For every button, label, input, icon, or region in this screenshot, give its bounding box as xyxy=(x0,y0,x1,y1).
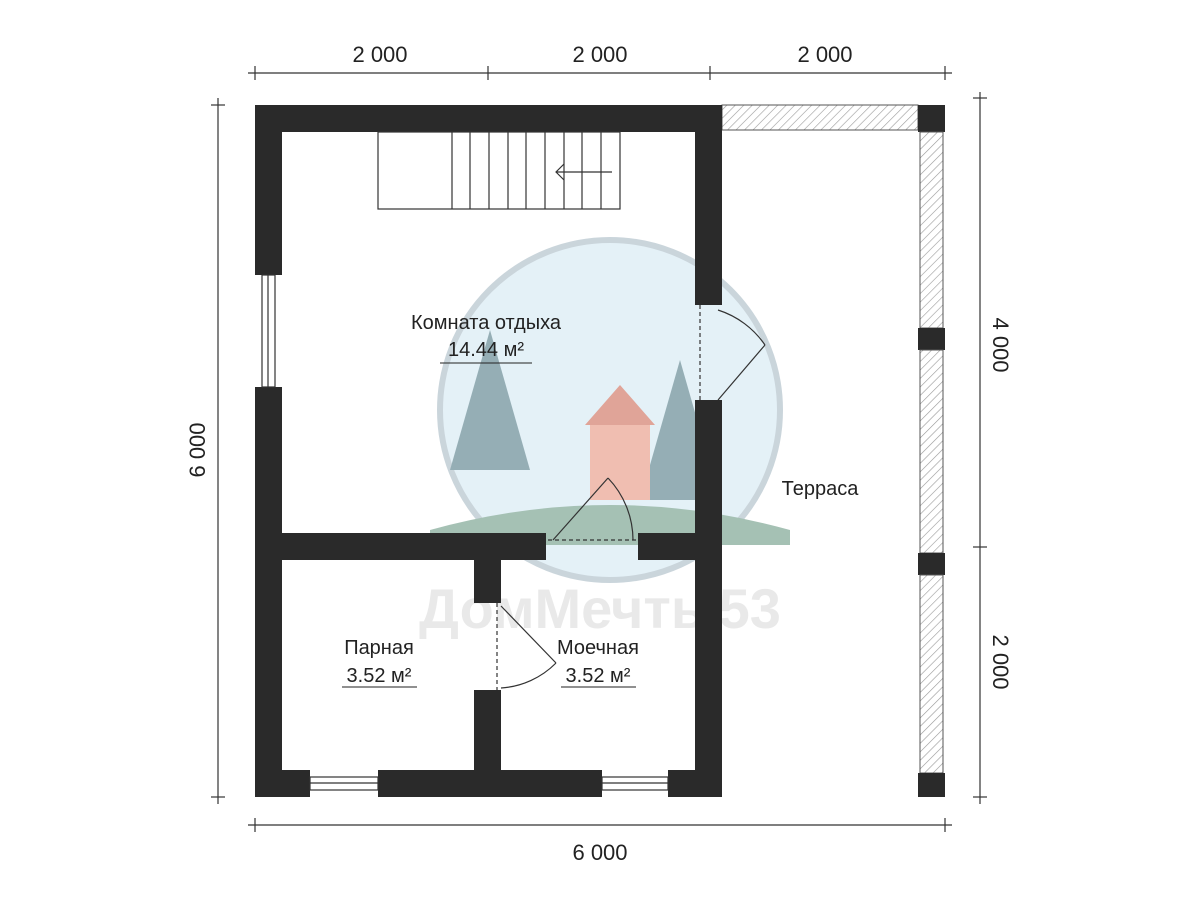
room-area-living: 14.44 м² xyxy=(448,339,524,361)
doors xyxy=(496,305,766,690)
watermark-logo xyxy=(430,237,790,583)
room-area-wash: 3.52 м² xyxy=(566,665,631,687)
windows xyxy=(261,274,669,791)
dimension-top-3: 2 000 xyxy=(797,42,852,67)
dimension-left: 6 000 xyxy=(185,422,210,477)
staircase xyxy=(377,131,621,210)
dimension-bottom: 6 000 xyxy=(572,840,627,865)
walls xyxy=(255,105,722,797)
terrace-structure xyxy=(721,104,945,797)
dimension-right-2: 2 000 xyxy=(988,634,1013,689)
dimension-top-1: 2 000 xyxy=(352,42,407,67)
room-name-terrace: Терраса xyxy=(782,478,860,500)
room-name-wash: Моечная xyxy=(557,637,639,659)
dimension-right-1: 4 000 xyxy=(988,317,1013,372)
room-area-steam: 3.52 м² xyxy=(347,665,412,687)
dimension-top-2: 2 000 xyxy=(572,42,627,67)
room-name-steam: Парная xyxy=(344,637,414,659)
room-name-living: Комната отдыха xyxy=(411,312,562,334)
stair-direction-arrow-icon xyxy=(555,163,612,181)
dimension-lines xyxy=(211,66,987,832)
watermark-text: ДомМечты53 xyxy=(419,577,781,640)
